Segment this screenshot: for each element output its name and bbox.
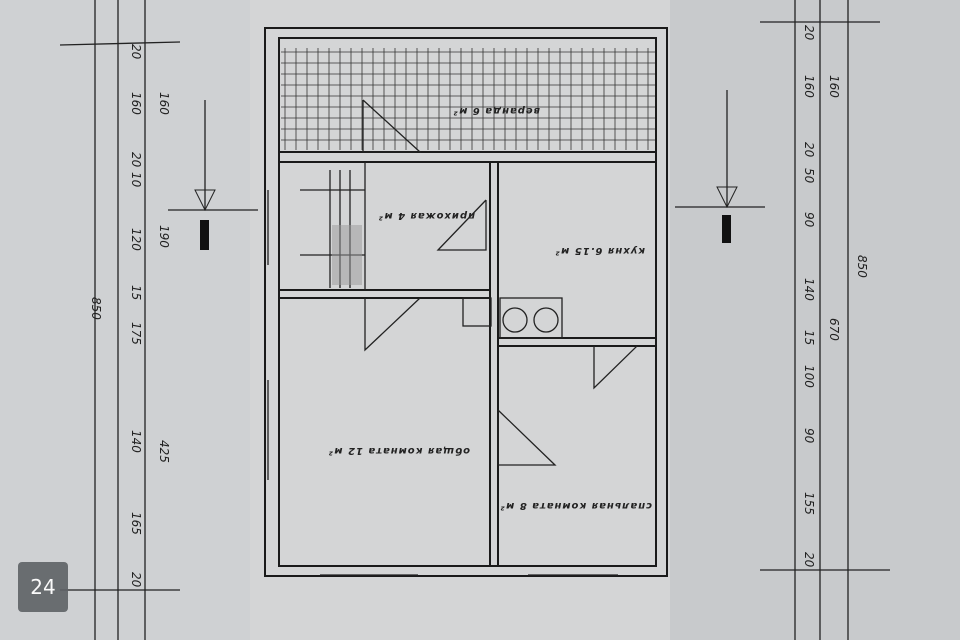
room-label-veranda: веранда 6 м² — [453, 105, 540, 116]
dim-label: 155 — [802, 492, 816, 515]
dim-label: 140 — [129, 430, 143, 453]
dim-label: 160 — [129, 92, 143, 115]
dim-label: 670 — [827, 318, 841, 341]
dim-label: 20 — [129, 572, 143, 588]
dim-label: 15 — [129, 285, 143, 300]
dim-label: 100 — [802, 365, 816, 388]
dim-label: 175 — [129, 322, 143, 345]
dim-label: 90 — [802, 428, 816, 444]
right-dimension-lines — [675, 0, 890, 640]
dim-label: 20 — [802, 552, 816, 568]
dim-label: 120 — [129, 228, 143, 251]
doors — [362, 99, 638, 466]
dim-label: 160 — [157, 92, 171, 115]
right-dimensions: 20 160 20 50 90 140 15 100 90 155 20 160… — [802, 25, 869, 568]
dim-label: 20 — [802, 142, 816, 158]
room-label-kitchen: кухня 6.15 м² — [555, 245, 645, 256]
stove — [462, 297, 563, 339]
dim-label: 15 — [802, 330, 816, 345]
left-dimensions: 20 160 20 10 120 15 175 140 165 20 160 1… — [89, 44, 171, 588]
watermark-badge: 24 — [18, 562, 68, 612]
dim-label: 160 — [827, 75, 841, 98]
dim-label: 140 — [802, 278, 816, 301]
stairs — [300, 170, 365, 288]
dim-label: 190 — [157, 225, 171, 248]
dim-label: 50 — [802, 168, 816, 184]
dim-label: 850 — [855, 255, 869, 278]
dim-label: 20 — [129, 44, 143, 60]
dim-label: 850 — [89, 297, 103, 320]
room-label-hall: прихожая 4 м² — [378, 210, 475, 221]
left-dimension-lines — [59, 0, 258, 640]
veranda-grid — [281, 48, 655, 150]
dim-label: 165 — [129, 512, 143, 535]
dim-label: 160 — [802, 75, 816, 98]
building-outline — [264, 27, 668, 577]
dim-label: 425 — [157, 440, 171, 463]
room-label-living: общая комната 12 м² — [328, 445, 470, 457]
dim-label: 20 — [129, 152, 143, 168]
dim-label: 90 — [802, 212, 816, 228]
dim-label: 20 — [802, 25, 816, 41]
room-label-bedroom: спальная комната 8 м² — [500, 500, 652, 511]
dim-label: 10 — [129, 172, 143, 188]
